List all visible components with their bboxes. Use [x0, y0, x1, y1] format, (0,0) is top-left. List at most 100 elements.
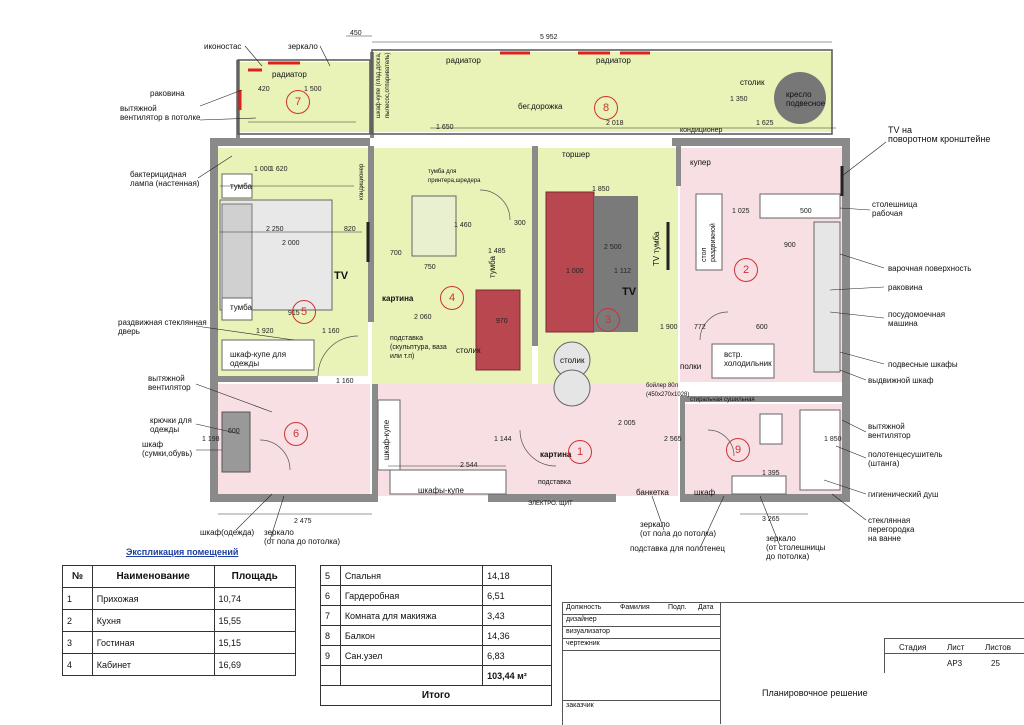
label-mirror-top: зеркало: [288, 42, 318, 51]
bathtub: [799, 409, 841, 491]
dim-450: 450: [350, 30, 362, 37]
label-tv-bedroom: TV: [334, 270, 349, 282]
cell: 6,51: [482, 585, 552, 606]
label-printer-stand: тумба для принтера,шредера: [428, 169, 481, 184]
sheet-header: Лист: [947, 643, 965, 652]
wardrobe-cabinet: [221, 411, 251, 473]
cell: [339, 665, 484, 686]
dim-1460: 1 460: [454, 222, 472, 229]
cell: 3,43: [482, 605, 552, 626]
hall-closet-vertical: [377, 399, 401, 471]
label-bedroom-wardrobe: шкаф-купе для одежды: [230, 350, 287, 368]
cell: 2: [62, 609, 93, 632]
dim-300: 300: [514, 220, 526, 227]
cell: 10,74: [213, 587, 296, 610]
room-number-9: 9: [726, 438, 750, 462]
cell: 5: [320, 565, 341, 586]
cell: 15,15: [213, 631, 296, 654]
label-tv-living: TV: [622, 286, 637, 298]
stage-line: [885, 653, 1024, 654]
label-tv-stand: TV тумба: [652, 231, 661, 266]
kitchen-table: [695, 193, 723, 271]
dim-900: 900: [784, 242, 796, 249]
dim-1900: 1 900: [660, 324, 678, 331]
cell: Сан.узел: [339, 645, 484, 666]
dim-970: 970: [496, 318, 508, 325]
label-extending-table: стол раздвижной: [701, 223, 717, 262]
stamp-role: заказчик: [566, 702, 594, 709]
stamp-role: чертежник: [566, 640, 600, 647]
cell: Балкон: [339, 625, 484, 646]
radiator-marks: [238, 51, 650, 110]
cell: 4: [62, 653, 93, 676]
cell: 8: [320, 625, 341, 646]
cell: Кабинет: [91, 653, 215, 676]
room-number-5: 5: [292, 300, 316, 324]
label-painting-1: картина: [382, 294, 414, 303]
dim-2005: 2 005: [618, 420, 636, 427]
label-clothes-closet: шкаф(одежда): [200, 528, 255, 537]
stamp-col-sign: Подп.: [668, 604, 687, 611]
dim-600: 600: [756, 324, 768, 331]
vanity: [731, 475, 787, 495]
dim-1850: 1 850: [592, 186, 610, 193]
dim-1198: 1 198: [202, 436, 220, 443]
toilet: [759, 413, 783, 445]
walls: [210, 52, 850, 502]
dim-2544: 2 544: [460, 462, 478, 469]
label-aircon-balcony: кондиционер: [680, 127, 723, 134]
dim-1144: 1 144: [494, 436, 512, 443]
label-sculpture-stand: подставка (скульптура, ваза или т.п): [390, 335, 447, 360]
label-radiator-1: радиатор: [272, 70, 307, 79]
dim-1112: 1 112: [614, 268, 631, 275]
label-hooks: крючки для одежды: [150, 416, 192, 434]
cell: 9: [320, 645, 341, 666]
dim-2500: 2 500: [604, 244, 622, 251]
round-table-2: [553, 369, 591, 407]
label-tv-cabinet: тумба: [488, 256, 497, 278]
cell: 7: [320, 605, 341, 626]
room-number-8: 8: [594, 96, 618, 120]
label-small-table-1: столик: [456, 346, 481, 355]
hall-closets: [389, 469, 507, 495]
cell: Кухня: [91, 609, 215, 632]
label-hanging-chair: кресло подвесное: [786, 90, 826, 108]
cell: Гостиная: [91, 631, 215, 654]
label-mirror-floor-1: зеркало (от пола до потолка): [264, 528, 341, 546]
bedside-table-bottom: [221, 297, 253, 321]
cell: 16,69: [213, 653, 296, 676]
cell: 6: [320, 585, 341, 606]
wardrobe-bedroom: [221, 339, 315, 371]
label-towel-stand: подставка для полотенец: [630, 544, 725, 553]
stamp-col-date: Дата: [698, 604, 714, 611]
stamp-col-role: Должность: [566, 604, 602, 611]
dim-1500: 1 500: [304, 86, 322, 93]
cell: 14,18: [482, 565, 552, 586]
balcony-outline: [371, 49, 833, 135]
label-painting-2: картина: [540, 450, 572, 459]
dimension-lines: [218, 35, 836, 515]
dim-1395: 1 395: [762, 470, 780, 477]
room-number-4: 4: [440, 286, 464, 310]
sheet-value: АР3: [947, 659, 963, 668]
dim-1000b: 1 000: [566, 268, 584, 275]
dim-1625: 1 625: [756, 120, 774, 127]
stamp-row: [562, 650, 720, 662]
tv-units: [366, 166, 844, 270]
total-label: Итого: [320, 685, 552, 706]
dim-1850b: 1 850: [824, 436, 842, 443]
label-radiator-3: радиатор: [596, 56, 631, 65]
table-header-row: № Наименование Площадь: [62, 565, 296, 588]
label-aircon-study: кондиционер: [359, 163, 365, 200]
dim-750: 750: [424, 264, 436, 271]
label-sliding-door: раздвижная стеклянная дверь: [118, 318, 207, 336]
cell: 15,55: [213, 609, 296, 632]
dim-820: 820: [344, 226, 356, 233]
dim-1000a: 1 000: [254, 166, 272, 173]
col-name: Наименование: [91, 565, 215, 588]
label-hygienic-shower: гигиенический душ: [868, 490, 939, 499]
